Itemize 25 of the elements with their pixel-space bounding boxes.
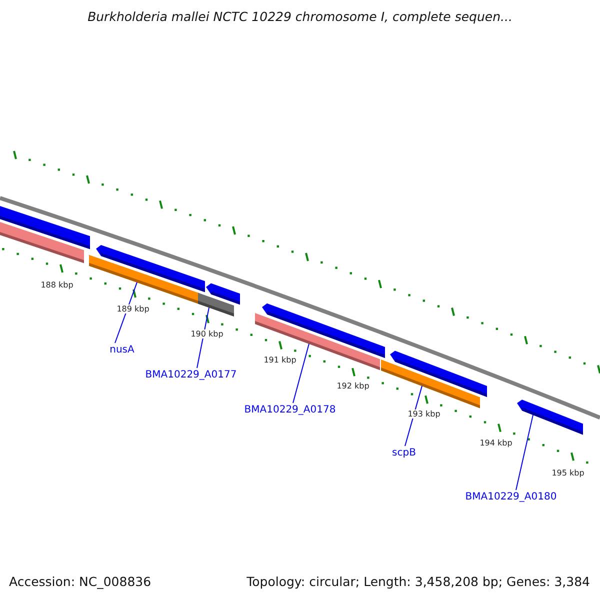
position-label: 188 kbp [40, 280, 74, 290]
position-label: 193 kbp [406, 410, 442, 418]
gene-feature-bar [517, 400, 583, 435]
leader-line [114, 282, 138, 344]
position-label: 189 kbp [116, 304, 150, 314]
gene-label: BMA10229_A0177 [145, 370, 237, 380]
leader-line [196, 307, 210, 368]
gene-feature-bar [89, 254, 200, 304]
info-text: Topology: circular; Length: 3,458,208 bp; Genes: 3,384 [246, 574, 590, 589]
position-label: 192 kbp [336, 382, 370, 390]
info-text: Accession: NC_008836 [9, 574, 152, 589]
leader-line [516, 414, 534, 490]
gene-label: scpB [392, 448, 416, 458]
gene-label: BMA10229_A0178 [244, 404, 336, 416]
position-label: 194 kbp [478, 438, 514, 448]
position-label: 191 kbp [262, 356, 298, 364]
gene-feature-bar [381, 359, 480, 408]
title: Burkholderia mallei NCTC 10229 chromosome I, complete sequen... [86, 9, 514, 24]
leader-line [292, 343, 310, 404]
position-label: 195 kbp [550, 468, 586, 478]
gene-feature-bar [198, 292, 234, 316]
position-label: 190 kbp [190, 330, 224, 338]
gene-label: BMA10229_A0180 [465, 492, 557, 502]
gene-label: nusA [110, 344, 134, 356]
leader-line [404, 385, 422, 446]
